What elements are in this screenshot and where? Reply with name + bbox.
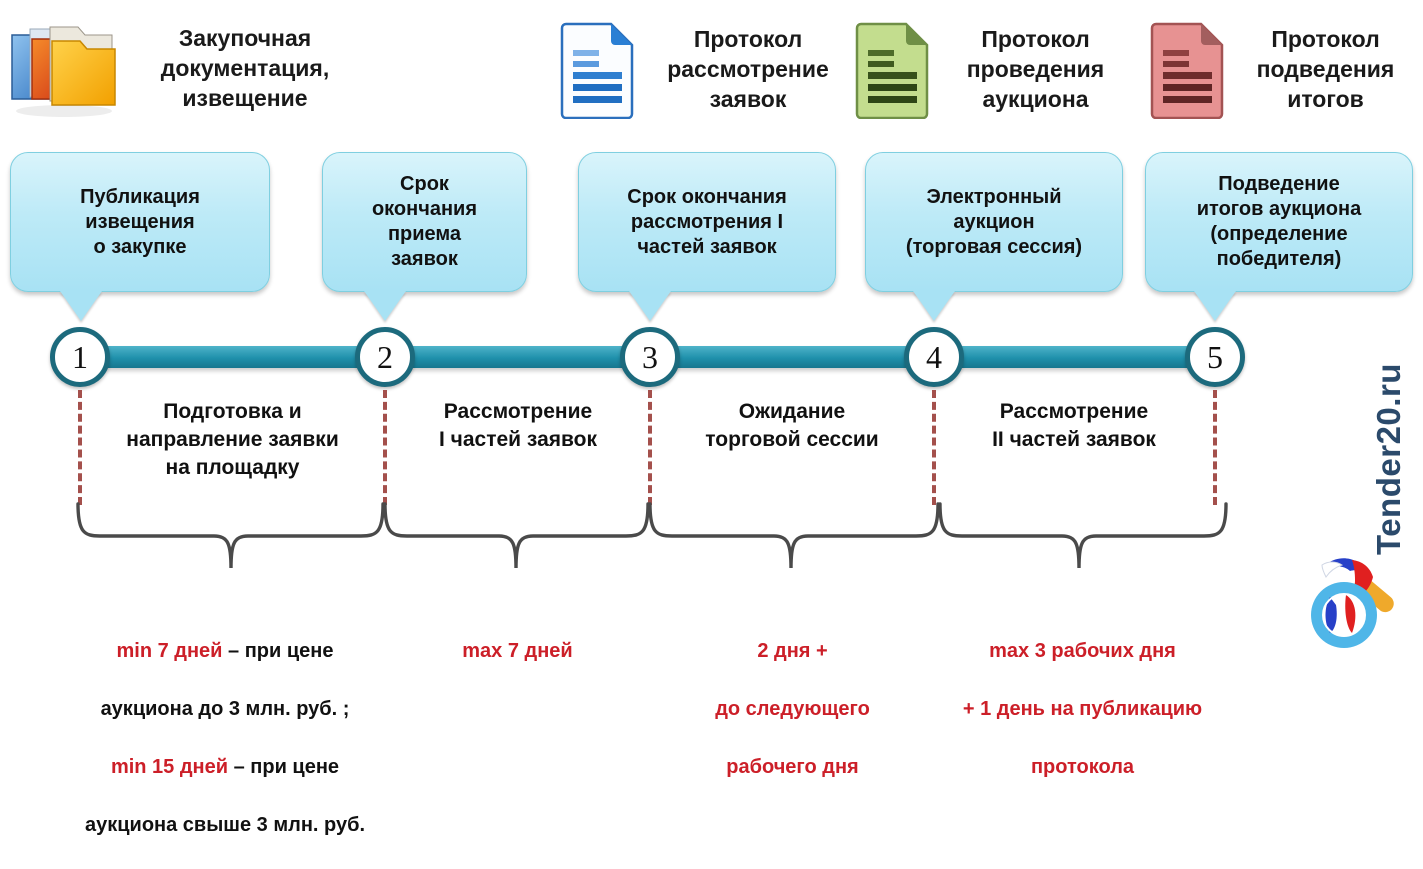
- milestone-bubble-label: Срок окончания приема заявок: [371, 173, 478, 270]
- interval-label-4: Рассмотрение II частей заявок: [992, 400, 1156, 451]
- duration-highlight: min 7 дней: [116, 640, 223, 662]
- timeline-node-number: 3: [642, 339, 658, 375]
- duration-note-3: 2 дня + до следующего рабочего дня: [665, 608, 920, 811]
- duration-note-line: 2 дня +: [665, 637, 920, 666]
- duration-note-line: до следующего: [665, 695, 920, 724]
- duration-text: – при цене: [228, 756, 340, 778]
- legend-item-protocol-auction: Протокол проведения аукциона: [855, 10, 1135, 128]
- bubble-tail-5: [1194, 291, 1236, 321]
- drop-line-1: [78, 390, 82, 505]
- interval-label-1: Подготовка и направление заявки на площа…: [126, 400, 339, 479]
- duration-note-1: min 7 дней – при цене аукциона до 3 млн.…: [60, 608, 390, 869]
- timeline-node-number: 4: [926, 339, 942, 375]
- duration-note-4: max 3 рабочих дня + 1 день на публикацию…: [940, 608, 1225, 811]
- watermark-brand-text: Tender20.ru: [1370, 363, 1407, 555]
- bubble-tail-2: [364, 291, 406, 321]
- duration-highlight: max 7 дней: [462, 640, 573, 662]
- legend-item-label: Закупочная документация, извещение: [160, 25, 330, 111]
- interval-label-3: Ожидание торговой сессии: [705, 400, 879, 451]
- duration-text: аукциона до 3 млн. руб. ;: [100, 698, 350, 720]
- legend-item-label: Протокол проведения аукциона: [966, 26, 1105, 112]
- drop-line-5: [1213, 390, 1217, 505]
- drop-line-2: [383, 390, 387, 505]
- duration-text: – при цене: [222, 640, 334, 662]
- timeline-node-5[interactable]: 5: [1185, 327, 1245, 387]
- duration-note-line: протокола: [940, 753, 1225, 782]
- duration-note-2: max 7 дней: [400, 608, 635, 695]
- duration-highlight: max 3 рабочих дня: [989, 640, 1176, 662]
- duration-note-line: аукциона до 3 млн. руб. ;: [60, 695, 390, 724]
- timeline-node-1[interactable]: 1: [50, 327, 110, 387]
- drop-line-4: [932, 390, 936, 505]
- magnifier-logo-icon: [1300, 555, 1410, 665]
- bubble-tail-4: [913, 291, 955, 321]
- document-blue-icon: [560, 19, 638, 120]
- duration-highlight: min 15 дней: [110, 756, 229, 778]
- duration-highlight: рабочего дня: [726, 756, 859, 778]
- brace-group: [76, 502, 1228, 569]
- timeline-node-number: 5: [1207, 339, 1223, 375]
- duration-highlight: + 1 день на публикацию: [962, 698, 1203, 720]
- timeline-node-3[interactable]: 3: [620, 327, 680, 387]
- legend-item-protocol-review: Протокол рассмотрение заявок: [560, 10, 860, 128]
- infographic-canvas: Закупочная документация, извещение Прото…: [0, 8, 1423, 836]
- duration-highlight: протокола: [1030, 756, 1135, 778]
- document-red-icon: [1150, 19, 1228, 120]
- folders-icon: [0, 13, 128, 123]
- duration-note-line: + 1 день на публикацию: [940, 695, 1225, 724]
- legend-item-label: Протокол подведения итогов: [1256, 26, 1395, 112]
- duration-note-line: min 7 дней – при цене: [60, 637, 390, 666]
- legend-item-procurement-docs: Закупочная документация, извещение: [0, 8, 360, 128]
- document-green-icon: [855, 19, 933, 120]
- milestone-bubble-5[interactable]: Подведение итогов аукциона (определение …: [1145, 152, 1413, 292]
- milestone-bubble-2[interactable]: Срок окончания приема заявок: [322, 152, 527, 292]
- milestone-bubble-label: Публикация извещения о закупке: [80, 185, 200, 258]
- legend-item-label: Протокол рассмотрение заявок: [667, 26, 829, 112]
- duration-note-line: аукциона свыше 3 млн. руб.: [60, 811, 390, 840]
- milestone-bubble-label: Электронный аукцион (торговая сессия): [905, 185, 1083, 258]
- milestone-bubble-label: Срок окончания рассмотрения I частей зая…: [627, 185, 787, 258]
- duration-note-line: max 7 дней: [400, 637, 635, 666]
- milestone-bubble-1[interactable]: Публикация извещения о закупке: [10, 152, 270, 292]
- duration-note-line: min 15 дней – при цене: [60, 753, 390, 782]
- interval-label-2: Рассмотрение I частей заявок: [439, 400, 597, 451]
- milestone-bubble-label: Подведение итогов аукциона (определение …: [1196, 173, 1362, 270]
- timeline-node-number: 2: [377, 339, 393, 375]
- duration-highlight: 2 дня +: [757, 640, 828, 662]
- timeline-node-2[interactable]: 2: [355, 327, 415, 387]
- bubble-tail-3: [629, 291, 671, 321]
- milestone-bubble-3[interactable]: Срок окончания рассмотрения I частей зая…: [578, 152, 836, 292]
- drop-line-3: [648, 390, 652, 505]
- timeline-node-number: 1: [72, 339, 88, 375]
- timeline-node-4[interactable]: 4: [904, 327, 964, 387]
- duration-note-line: рабочего дня: [665, 753, 920, 782]
- duration-highlight: до следующего: [715, 698, 870, 720]
- duration-text: аукциона свыше 3 млн. руб.: [84, 814, 366, 836]
- milestone-bubble-4[interactable]: Электронный аукцион (торговая сессия): [865, 152, 1123, 292]
- bubble-tail-1: [60, 291, 102, 321]
- duration-note-line: max 3 рабочих дня: [940, 637, 1225, 666]
- legend-item-protocol-results: Протокол подведения итогов: [1150, 10, 1423, 128]
